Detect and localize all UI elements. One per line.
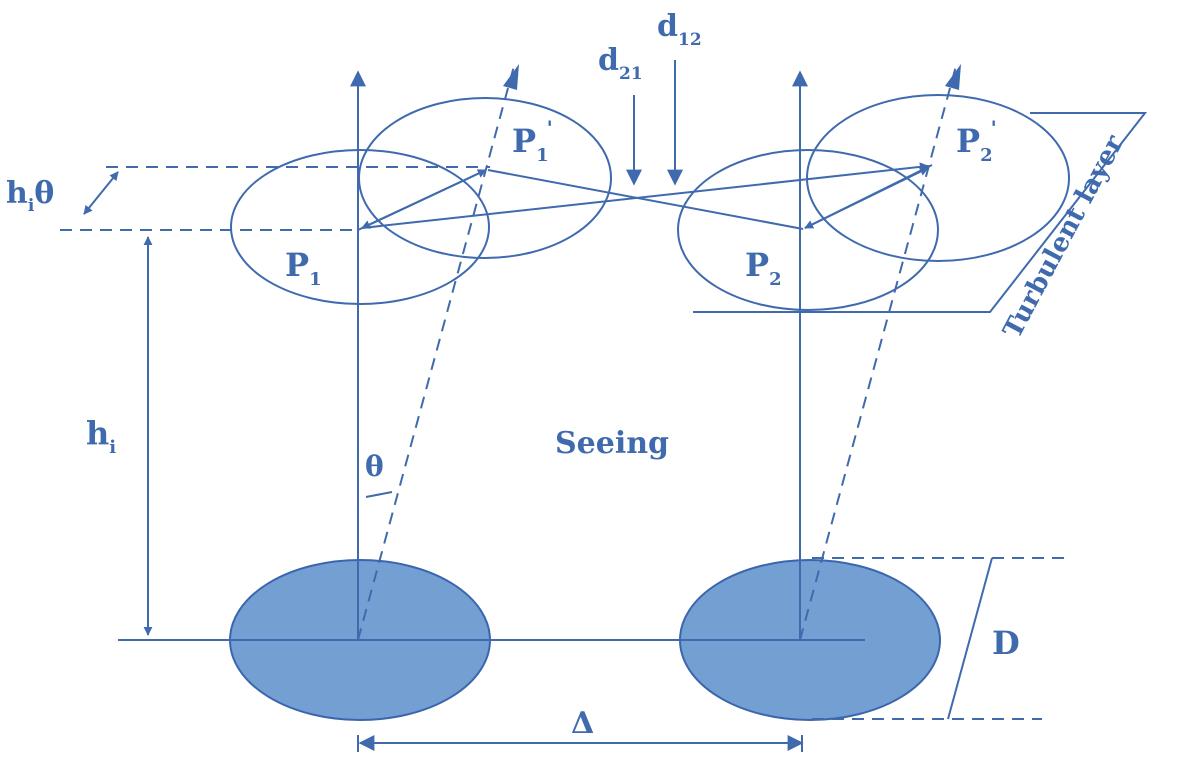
vector-p2-to-p2prime	[804, 167, 929, 229]
label-turbulent-layer: Turbulent layer	[998, 130, 1130, 343]
turbulent-layer-plane	[693, 112, 1148, 313]
footprint-p1-prime	[358, 97, 612, 259]
label-p1-prime: P1'	[512, 116, 553, 166]
theta-arc-tick	[365, 491, 393, 498]
label-p2: P2	[745, 246, 782, 290]
cross-line-p1prime-to-p2	[487, 169, 804, 230]
label-seeing: Seeing	[555, 426, 669, 461]
footprint-p1	[230, 149, 490, 305]
hi-theta-arrow	[83, 171, 119, 215]
label-hi-theta: hiθ	[6, 176, 54, 216]
tilted-arrowhead-left	[503, 64, 519, 90]
cross-line-p1-to-p2prime	[361, 162, 929, 229]
label-hi: hi	[86, 414, 116, 458]
d-dimension-line	[947, 557, 993, 720]
label-p1: P1	[285, 246, 322, 290]
label-theta: θ	[365, 450, 384, 483]
vector-p1prime-to-p1	[361, 169, 487, 229]
footprint-p2	[677, 149, 939, 311]
tilted-arrowhead-right	[945, 64, 961, 90]
footprint-p2-prime	[806, 94, 1070, 262]
label-d12: d12	[657, 9, 702, 50]
label-p2-prime: P2'	[956, 116, 997, 166]
label-diameter: D	[992, 624, 1020, 662]
label-d21: d21	[598, 43, 643, 84]
tilted-sightline-right	[799, 65, 957, 641]
tilted-sightline-left	[357, 65, 515, 641]
label-separation: Δ	[571, 706, 594, 741]
